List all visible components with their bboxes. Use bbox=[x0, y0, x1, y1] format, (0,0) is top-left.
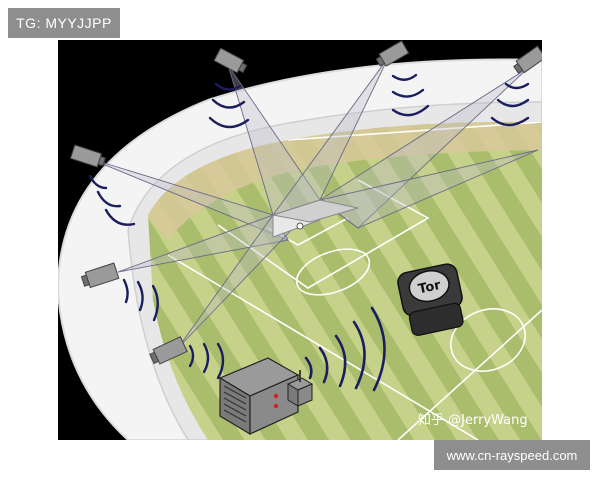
camera-icon bbox=[69, 144, 106, 168]
tag-label: Tor bbox=[417, 278, 443, 297]
pitch-markings bbox=[167, 121, 542, 440]
tag-signal-arcs bbox=[304, 306, 386, 392]
camera-icon bbox=[375, 40, 410, 67]
camera-icon bbox=[149, 336, 188, 365]
football-pitch bbox=[148, 121, 542, 440]
goal bbox=[272, 199, 359, 238]
stadium-tracking-diagram: Tor 知乎 @JerryWang bbox=[58, 40, 542, 440]
camera-signal-arcs bbox=[88, 73, 530, 380]
zhihu-watermark: 知乎 @JerryWang bbox=[418, 412, 528, 428]
ball-icon bbox=[296, 222, 304, 230]
camera-icon bbox=[80, 262, 120, 289]
camera-view-beams bbox=[87, 57, 539, 349]
top-left-badge: TG: MYYJJPP bbox=[8, 8, 120, 38]
wristband-tag-icon: Tor bbox=[397, 263, 464, 336]
bottom-right-badge: www.cn-rayspeed.com bbox=[434, 440, 590, 470]
camera-icon bbox=[213, 47, 248, 74]
server-rack-icon bbox=[218, 357, 300, 436]
antenna-icon bbox=[286, 370, 314, 407]
camera-icon bbox=[513, 45, 542, 74]
